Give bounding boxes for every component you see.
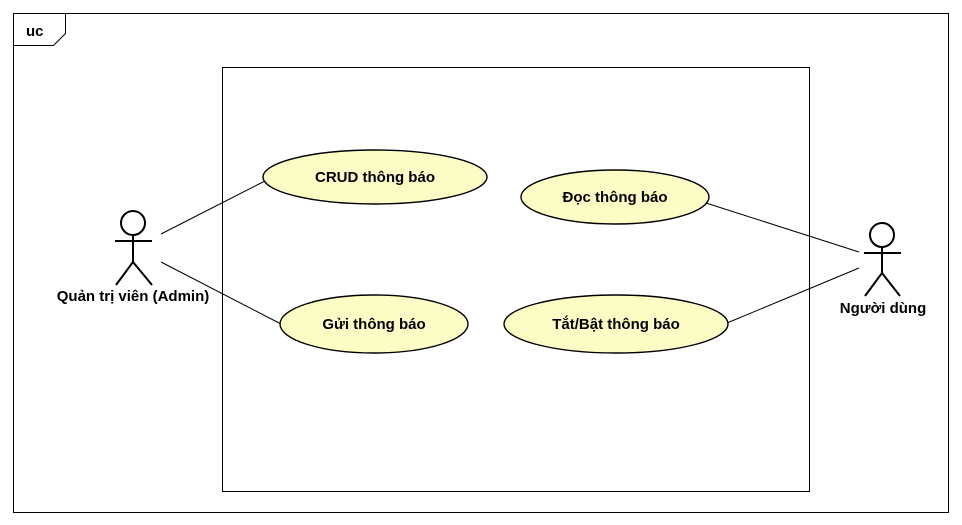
use-case-send[interactable]: Gửi thông báo [279, 294, 469, 354]
actor-user[interactable]: Người dùng [840, 222, 927, 317]
system-boundary [222, 67, 810, 492]
use-case-ellipse [279, 294, 469, 354]
frame-tab [13, 13, 66, 46]
use-case-ellipse [503, 294, 729, 354]
actor-label: Người dùng [840, 300, 927, 317]
association-admin-crud [160, 180, 266, 235]
actor-head [869, 222, 895, 248]
use-case-ellipse [262, 149, 488, 205]
frame-label: uc [26, 23, 44, 40]
association-admin-send [160, 261, 284, 326]
use-case-label: CRUD thông báo [315, 169, 435, 186]
actor-right-leg [132, 261, 153, 286]
diagram-frame [13, 13, 949, 513]
use-case-read[interactable]: Đọc thông báo [520, 169, 710, 225]
actor-left-leg [115, 261, 134, 286]
associations [160, 180, 860, 326]
use-case-toggle[interactable]: Tắt/Bật thông báo [503, 294, 729, 354]
actor-head [120, 210, 146, 236]
use-case-label: Tắt/Bật thông báo [552, 315, 680, 333]
association-user-read [705, 202, 860, 253]
association-user-toggle [726, 267, 860, 324]
use-case-label: Đọc thông báo [563, 189, 668, 206]
actor-left-leg [864, 272, 883, 297]
actor-right-leg [881, 272, 901, 297]
use-case-label: Gửi thông báo [322, 316, 425, 333]
use-case-crud[interactable]: CRUD thông báo [262, 149, 488, 205]
actor-label: Quản trị viên (Admin) [57, 288, 210, 305]
use-case-ellipse [520, 169, 710, 225]
actor-admin[interactable]: Quản trị viên (Admin) [57, 210, 210, 305]
